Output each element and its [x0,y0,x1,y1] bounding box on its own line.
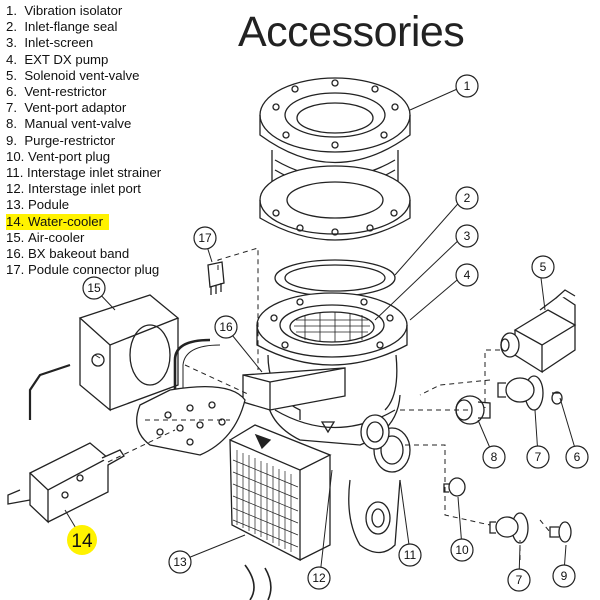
parts-list-item: 9. Purge-restrictor [6,132,116,148]
svg-text:3: 3 [464,229,471,243]
parts-list-item-highlighted: 14. Water-cooler [6,213,110,230]
page-title: Accessories [238,8,465,56]
callout-9: 9 [552,564,576,588]
interstage-inlet-port-drawing [348,414,411,554]
callout-13: 13 [168,550,192,574]
svg-text:6: 6 [574,450,581,464]
callout-11: 11 [398,543,422,567]
parts-list-item: 8. Manual vent-valve [6,116,132,132]
svg-text:8: 8 [491,450,498,464]
inlet-flange-seal-drawing [274,259,396,297]
svg-text:4: 4 [464,268,471,282]
callout-10: 10 [450,538,474,562]
callout-7b: 7 [507,568,531,592]
parts-list-item: 6. Vent-restrictor [6,84,107,100]
callout-5: 5 [531,255,555,279]
parts-list-item: 13. Podule [6,197,70,213]
parts-list-item: 16. BX bakeout band [6,246,130,262]
callout-14: 14 [67,525,97,555]
callout-17: 17 [193,226,217,250]
svg-text:1: 1 [464,79,471,93]
svg-text:12: 12 [312,571,326,585]
callout-7a: 7 [526,445,550,469]
parts-list-item: 17. Podule connector plug [6,262,160,278]
bakeout-band-drawing [173,338,346,430]
svg-text:5: 5 [540,260,547,274]
parts-list-item: 7. Vent-port adaptor [6,100,127,116]
water-cooler-drawing [7,442,125,524]
connector-plug-drawing [207,261,225,295]
podule-drawing [229,424,332,600]
parts-list-item: 10. Vent-port plug [6,148,111,164]
callout-16: 16 [214,315,238,339]
parts-list-item: 2. Inlet-flange seal [6,19,118,35]
parts-list-item: 4. EXT DX pump [6,51,109,67]
callout-6: 6 [565,445,589,469]
parts-list-item: 1. Vibration isolator [6,3,123,18]
parts-list-item: 11. Interstage inlet strainer [6,165,162,181]
vibration-isolator-drawing [259,77,411,241]
svg-text:15: 15 [87,281,101,295]
solenoid-vent-valve-drawing [500,289,577,374]
svg-text:9: 9 [561,569,568,583]
callout-3: 3 [455,224,479,248]
callout-12: 12 [307,566,331,590]
svg-text:7: 7 [516,573,523,587]
svg-text:2: 2 [464,191,471,205]
parts-list-item: 15. Air-cooler [6,229,85,245]
svg-text:16: 16 [219,320,233,334]
svg-text:14: 14 [71,531,93,552]
parts-list-item: 5. Solenoid vent-valve [6,67,140,83]
parts-list-item: 3. Inlet-screen [6,35,94,51]
parts-list: 1. Vibration isolator 2. Inlet-flange se… [6,3,211,278]
svg-text:10: 10 [455,543,469,557]
callout-1: 1 [455,74,479,98]
vent-fittings-drawing [443,375,572,544]
callout-8: 8 [482,445,506,469]
callout-2: 2 [455,186,479,210]
svg-text:7: 7 [535,450,542,464]
parts-list-item: 12. Interstage inlet port [6,181,141,197]
svg-text:11: 11 [404,548,417,562]
air-cooler-drawing [28,294,180,420]
callout-4: 4 [455,263,479,287]
cooler-bracket-drawing [136,386,246,456]
callout-15: 15 [82,276,106,300]
svg-text:17: 17 [198,231,212,245]
svg-text:13: 13 [173,555,187,569]
